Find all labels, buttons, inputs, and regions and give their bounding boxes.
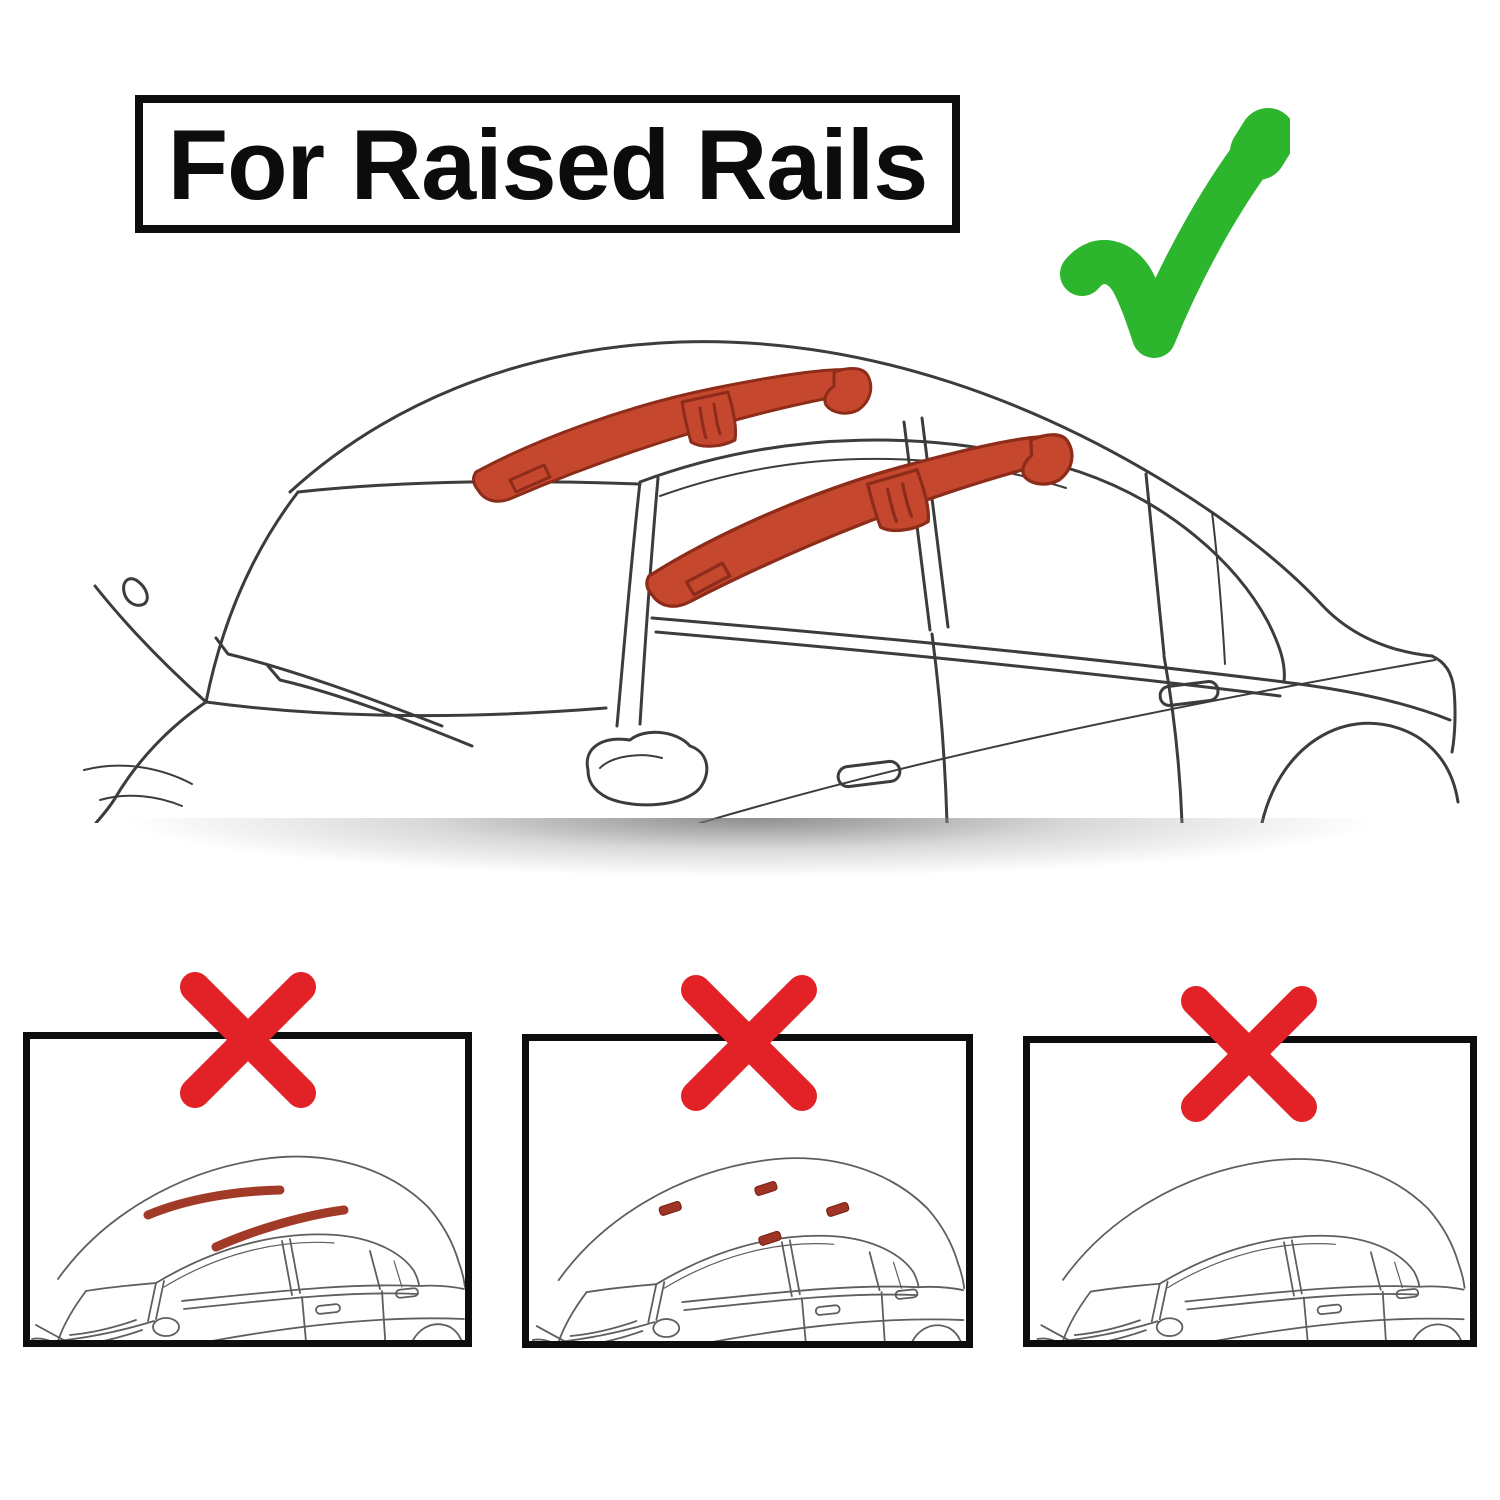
panel-flush-rails — [23, 1032, 472, 1347]
panel-bare-roof — [1023, 1036, 1477, 1347]
raised-roof-rails — [472, 367, 1083, 610]
title-box: For Raised Rails — [135, 95, 960, 233]
car-line-art — [83, 340, 1460, 823]
panel-fixed-points — [522, 1034, 973, 1348]
red-cross-icon — [1181, 986, 1317, 1122]
red-cross-icon — [681, 975, 817, 1111]
sedan-with-flush-rails-figure — [31, 1155, 465, 1340]
sedan-with-fixed-points-figure — [531, 1157, 966, 1341]
shadow-divider — [0, 818, 1500, 900]
red-cross-icon — [180, 972, 316, 1108]
sedan-with-raised-rails-figure — [83, 340, 1460, 823]
fixed-point-pads — [658, 1181, 850, 1246]
green-checkmark-icon — [1060, 108, 1290, 358]
page-title: For Raised Rails — [167, 108, 929, 220]
flush-rail-strips — [143, 1185, 349, 1252]
raised-rail-front — [472, 367, 873, 503]
